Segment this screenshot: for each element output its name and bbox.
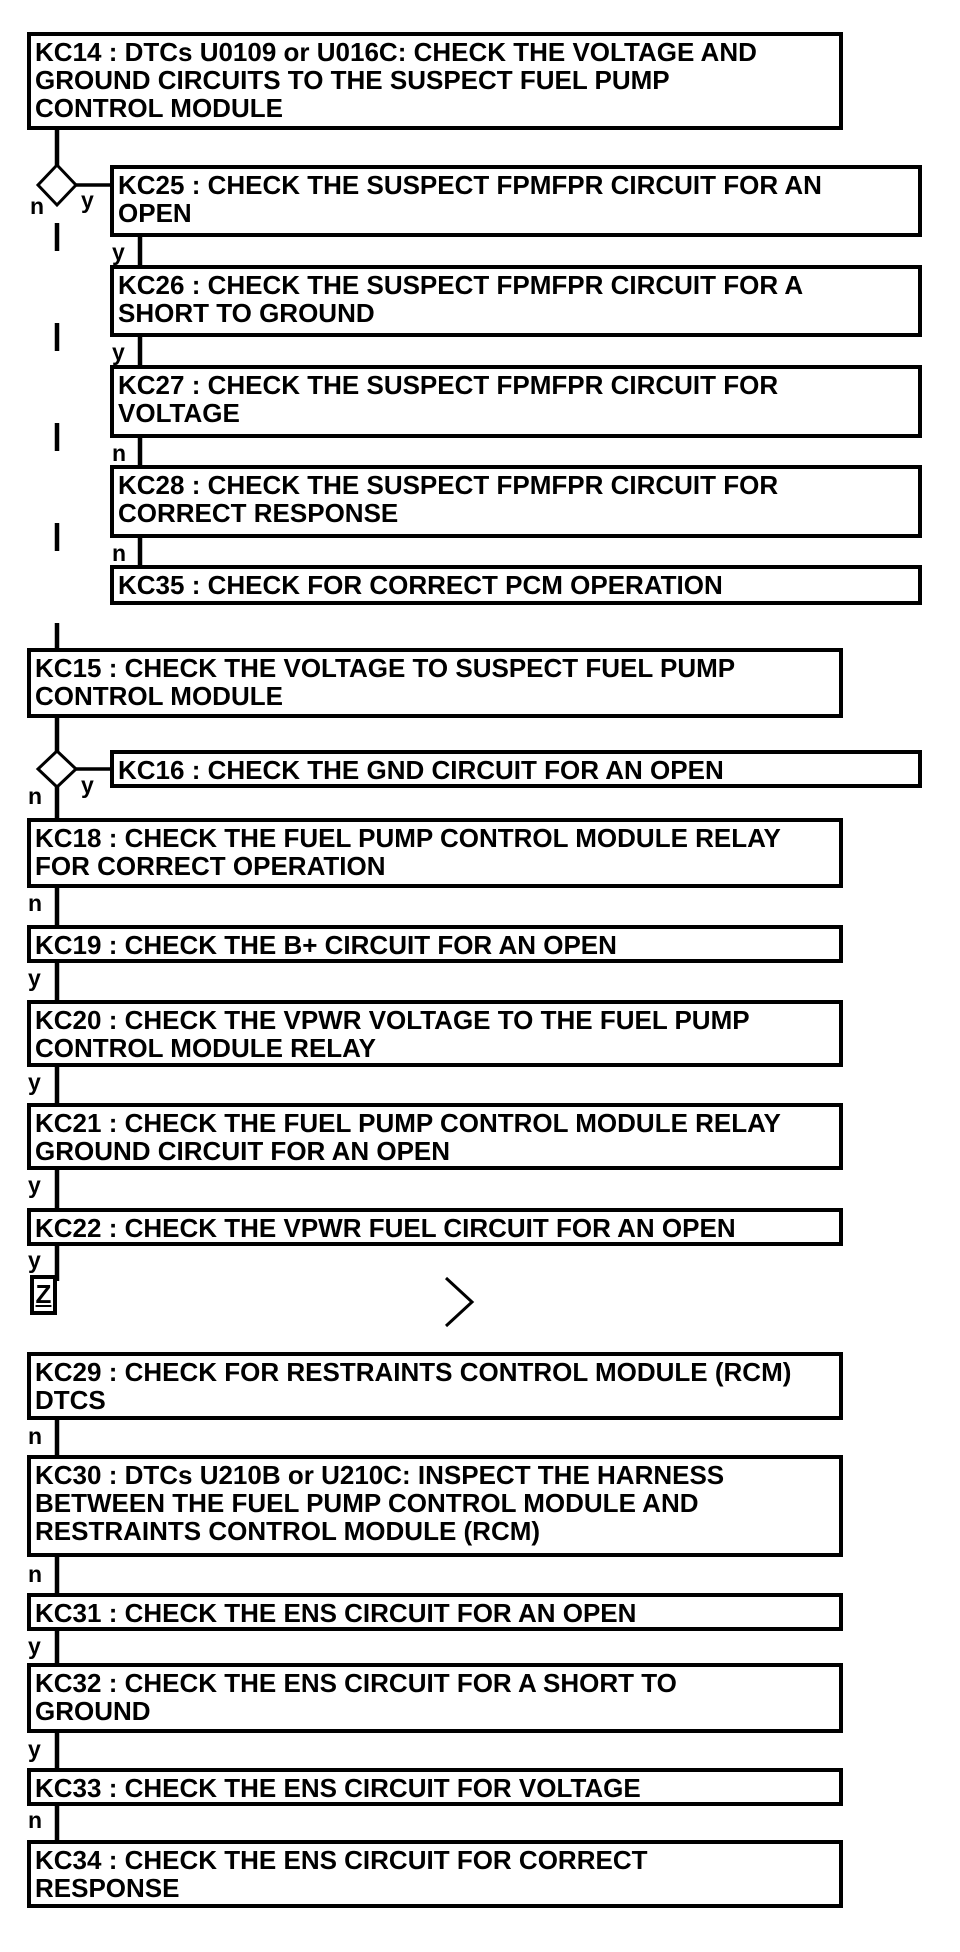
edge-label-kc21-kc22: y	[28, 1172, 41, 1198]
edge-label-kc22-z: y	[28, 1247, 41, 1273]
edge-label-kc32-kc33: y	[28, 1736, 41, 1762]
node-kc34: KC34 : CHECK THE ENS CIRCUIT FOR CORRECT…	[27, 1840, 843, 1908]
decision-diamond-2	[35, 748, 79, 790]
edge-label-kc31-kc32: y	[28, 1633, 41, 1659]
node-kc26: KC26 : CHECK THE SUSPECT FPMFPR CIRCUIT …	[110, 265, 922, 337]
edge-label-kc20-kc21: y	[28, 1069, 41, 1095]
node-kc18: KC18 : CHECK THE FUEL PUMP CONTROL MODUL…	[27, 818, 843, 888]
node-kc29: KC29 : CHECK FOR RESTRAINTS CONTROL MODU…	[27, 1352, 843, 1420]
node-kc27: KC27 : CHECK THE SUSPECT FPMFPR CIRCUIT …	[110, 365, 922, 438]
edge-label-kc18-kc19: n	[28, 890, 43, 916]
node-kc20: KC20 : CHECK THE VPWR VOLTAGE TO THE FUE…	[27, 1000, 843, 1067]
node-kc32: KC32 : CHECK THE ENS CIRCUIT FOR A SHORT…	[27, 1663, 843, 1733]
edge-label-d1-no: n	[30, 193, 45, 219]
node-z-offpage-connector: Z	[30, 1275, 57, 1315]
node-kc15: KC15 : CHECK THE VOLTAGE TO SUSPECT FUEL…	[27, 648, 843, 718]
edge-label-d1-yes: y	[81, 187, 94, 213]
node-kc28: KC28 : CHECK THE SUSPECT FPMFPR CIRCUIT …	[110, 465, 922, 538]
decision-diamond-1	[35, 162, 79, 208]
node-kc19: KC19 : CHECK THE B+ CIRCUIT FOR AN OPEN	[27, 925, 843, 963]
edge-label-kc27-kc28: n	[112, 440, 127, 466]
edge-label-kc30-kc31: n	[28, 1561, 43, 1587]
node-kc33: KC33 : CHECK THE ENS CIRCUIT FOR VOLTAGE	[27, 1768, 843, 1806]
node-kc25: KC25 : CHECK THE SUSPECT FPMFPR CIRCUIT …	[110, 165, 922, 237]
edge-label-kc26-kc27: y	[112, 339, 125, 365]
edge-label-kc25-kc26: y	[112, 239, 125, 265]
node-kc30: KC30 : DTCs U210B or U210C: INSPECT THE …	[27, 1455, 843, 1557]
node-kc21: KC21 : CHECK THE FUEL PUMP CONTROL MODUL…	[27, 1103, 843, 1170]
node-kc31: KC31 : CHECK THE ENS CIRCUIT FOR AN OPEN	[27, 1593, 843, 1631]
edge-label-d2-yes: y	[81, 772, 94, 798]
node-kc22: KC22 : CHECK THE VPWR FUEL CIRCUIT FOR A…	[27, 1208, 843, 1246]
edge-label-kc33-kc34: n	[28, 1807, 43, 1833]
node-kc35: KC35 : CHECK FOR CORRECT PCM OPERATION	[110, 565, 922, 605]
edge-label-kc29-kc30: n	[28, 1423, 43, 1449]
edge-label-kc28-kc35: n	[112, 540, 127, 566]
continuation-chevron-icon	[444, 1276, 475, 1328]
edge-label-kc19-kc20: y	[28, 965, 41, 991]
edge-label-d2-no: n	[28, 783, 43, 809]
node-kc16: KC16 : CHECK THE GND CIRCUIT FOR AN OPEN	[110, 750, 922, 788]
node-kc14: KC14 : DTCs U0109 or U016C: CHECK THE VO…	[27, 32, 843, 130]
